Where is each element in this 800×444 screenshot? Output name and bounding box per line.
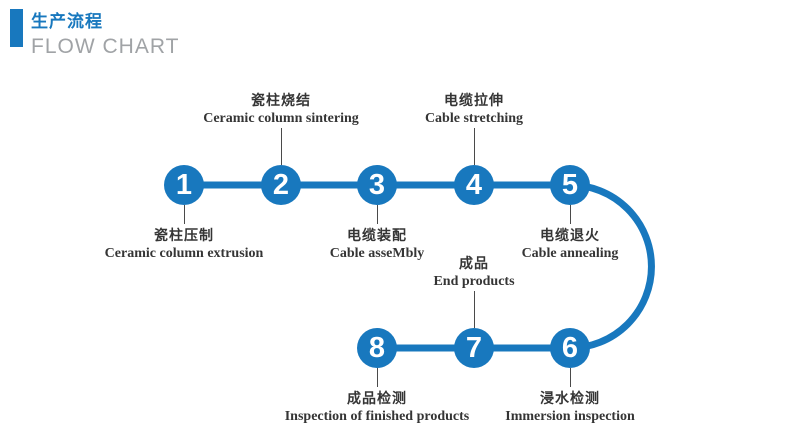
step-label-2: 瓷柱烧结 Ceramic column sintering — [156, 90, 406, 127]
connector-tick — [473, 128, 475, 165]
step-label-en: Ceramic column extrusion — [104, 246, 264, 261]
connector-tick — [280, 128, 282, 165]
step-label-zh: 成品检测 — [347, 391, 407, 407]
step-circle-4: 4 — [454, 165, 494, 205]
step-label-zh: 浸水检测 — [540, 391, 600, 407]
step-label-zh: 瓷柱烧结 — [251, 93, 311, 109]
step-number: 4 — [465, 168, 483, 201]
step-label-8: 成品检测 Inspection of finished products — [252, 388, 502, 425]
connector-tick — [376, 368, 378, 387]
step-circle-3: 3 — [357, 165, 397, 205]
page-title-zh: 生产流程 — [31, 12, 103, 31]
step-label-zh: 瓷柱压制 — [154, 228, 214, 244]
step-label-en: Immersion inspection — [505, 409, 635, 424]
step-number: 7 — [465, 331, 483, 364]
step-circle-1: 1 — [164, 165, 204, 205]
step-label-en: Inspection of finished products — [284, 409, 470, 424]
step-label-zh: 成品 — [459, 256, 489, 272]
header-titles: 生产流程 FLOW CHART — [31, 7, 179, 59]
connector-tick — [473, 291, 475, 328]
step-label-zh: 电缆装配 — [347, 228, 407, 244]
step-label-6: 浸水检测 Immersion inspection — [445, 388, 695, 425]
connector-tick — [569, 368, 571, 387]
step-label-3: 电缆装配 Cable asseMbly — [252, 225, 502, 262]
step-number: 8 — [368, 331, 386, 364]
step-label-en: Ceramic column sintering — [203, 111, 359, 126]
header-accent-bar — [10, 9, 23, 47]
step-number: 1 — [175, 168, 193, 201]
step-circle-6: 6 — [550, 328, 590, 368]
page-header: 生产流程 FLOW CHART — [0, 0, 800, 60]
step-label-1: 瓷柱压制 Ceramic column extrusion — [59, 225, 309, 262]
step-label-zh: 电缆退火 — [540, 228, 600, 244]
step-label-en: End products — [433, 274, 515, 289]
step-label-5: 电缆退火 Cable annealing — [445, 225, 695, 262]
step-circle-2: 2 — [261, 165, 301, 205]
step-circle-7: 7 — [454, 328, 494, 368]
step-label-zh: 电缆拉伸 — [444, 93, 504, 109]
step-number: 2 — [272, 168, 290, 201]
step-label-4: 电缆拉伸 Cable stretching — [349, 90, 599, 127]
connector-tick — [376, 205, 378, 224]
step-circle-8: 8 — [357, 328, 397, 368]
step-number: 5 — [561, 168, 579, 201]
step-circle-5: 5 — [550, 165, 590, 205]
step-label-7: 成品 End products — [349, 253, 599, 290]
page-title-en: FLOW CHART — [31, 35, 180, 58]
step-label-en: Cable stretching — [424, 111, 524, 126]
connector-tick — [569, 205, 571, 224]
step-label-en: Cable annealing — [521, 246, 619, 261]
step-label-en: Cable asseMbly — [329, 246, 425, 261]
step-number: 3 — [368, 168, 386, 201]
connector-tick — [183, 205, 185, 224]
step-number: 6 — [561, 331, 579, 364]
